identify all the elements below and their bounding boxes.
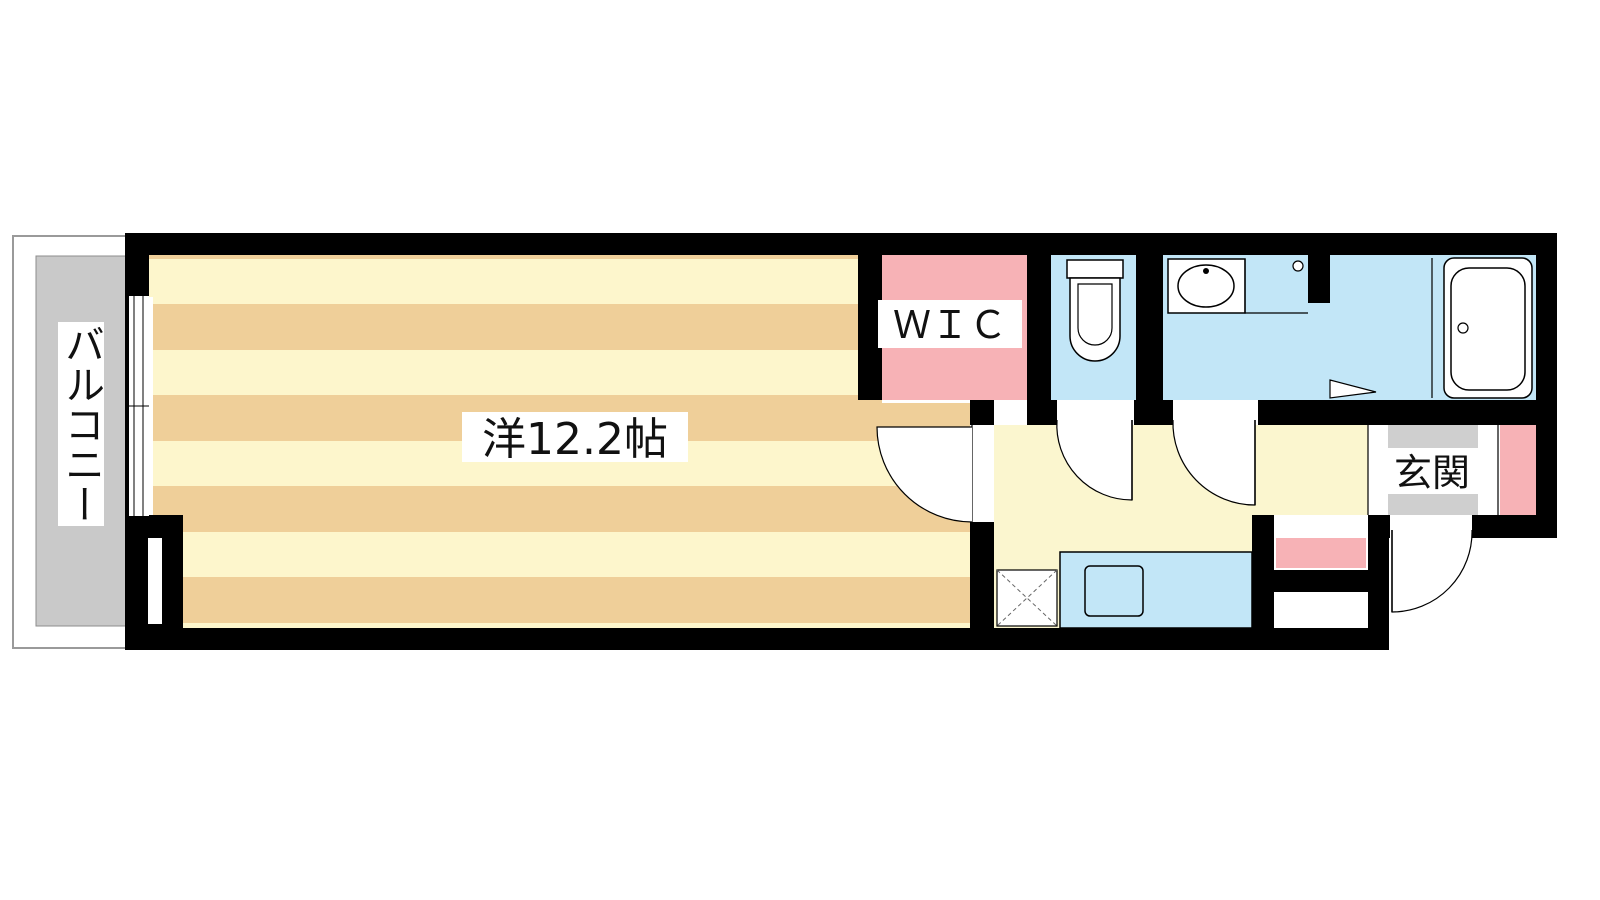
washroom bbox=[1163, 255, 1308, 400]
wic-label: ＷＩＣ bbox=[893, 303, 1007, 347]
western-room-label: 洋12.2帖 bbox=[482, 414, 668, 465]
bathroom bbox=[1308, 255, 1536, 400]
balcony-label: バルコニー bbox=[58, 322, 104, 526]
toilet-room bbox=[1051, 255, 1136, 400]
entrance bbox=[1367, 425, 1536, 515]
shoe-storage bbox=[1274, 515, 1368, 628]
western-room-label-bg bbox=[462, 412, 688, 462]
entrance-label-bg bbox=[1384, 448, 1480, 494]
entrance-label: 玄関 bbox=[1394, 451, 1470, 495]
wic-label-bg bbox=[878, 300, 1022, 348]
doors bbox=[876, 400, 1473, 613]
balcony bbox=[12, 235, 140, 649]
